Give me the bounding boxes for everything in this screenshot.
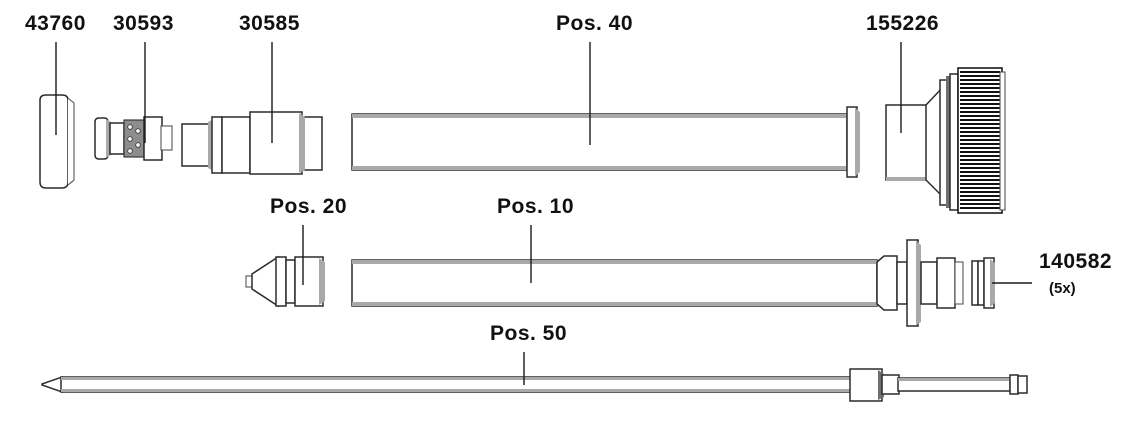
rod-shaft-top-shade [61, 377, 866, 380]
inner-tube-thread-b [954, 261, 964, 305]
nozzle-body-shade [319, 258, 325, 305]
knurled-cap-ring-b [946, 76, 951, 208]
rod-shaft-bottom-shade [61, 389, 866, 392]
callout-label-pos50: Pos. 50 [490, 322, 567, 345]
inner-tube-bottom-shade [352, 302, 877, 306]
inner-tube-top-shade [352, 260, 877, 264]
inner-tube-body [351, 259, 878, 307]
part-protective-cap-43760[interactable] [39, 94, 75, 189]
callout-label-30593: 30593 [113, 12, 174, 35]
callout-label-43760: 43760 [25, 12, 86, 35]
nozzle-groove [285, 259, 296, 304]
inner-tube-thread-a [936, 257, 956, 309]
rod-collar-step [881, 374, 900, 395]
electrode-tip [160, 125, 173, 151]
inner-tube-flange-shade [916, 241, 921, 325]
callout-label-pos20: Pos. 20 [270, 195, 347, 218]
swirl-ring-right-shade [299, 113, 305, 173]
outer-tube-flange-shade [855, 108, 860, 176]
o-ring-groove-a [971, 260, 979, 306]
callout-label-155226: 155226 [866, 12, 939, 35]
rod-collar [849, 368, 883, 402]
part-electrode-30593[interactable] [94, 116, 173, 161]
electrode-port-3 [127, 136, 133, 142]
part-swirl-ring-30585[interactable] [181, 111, 323, 175]
callout-sublabel-140582-qty: (5x) [1049, 280, 1076, 297]
inner-tube-stub [920, 261, 938, 305]
callout-leader-lines [55, 42, 1032, 385]
inner-tube-shoulder [876, 255, 898, 311]
electrode-hatched-section [123, 119, 145, 158]
callout-label-pos40: Pos. 40 [556, 12, 633, 35]
knurled-cap-spigot [885, 104, 929, 181]
knurled-cap-ring-a [939, 79, 948, 206]
rod-end-step [1009, 374, 1019, 395]
part-knurled-retaining-cap-155226[interactable] [885, 67, 1006, 214]
part-outer-torch-tube-pos40[interactable] [351, 106, 860, 178]
electrode-port-5 [127, 148, 133, 154]
protective-cap-edge [67, 97, 75, 186]
knurled-cap-grip-teeth [960, 70, 1000, 210]
knurled-cap-outer-edge [999, 71, 1006, 211]
electrode-port-1 [127, 124, 133, 130]
nozzle-body [294, 256, 324, 307]
outer-tube-top-shade [352, 114, 847, 118]
o-ring-groove-b [977, 260, 985, 306]
callout-label-140582: 140582 [1039, 250, 1112, 273]
swirl-ring-left-step [181, 123, 213, 167]
protective-cap-body [39, 94, 69, 189]
knurled-cap-spigot-shade [886, 177, 928, 181]
swirl-ring-mid-a [221, 116, 251, 174]
outer-tube-body [351, 113, 848, 171]
swirl-ring-main-body [249, 111, 303, 175]
electrode-port-2 [135, 128, 141, 134]
electrode-neck [109, 122, 125, 155]
part-inner-torch-tube-pos10[interactable] [351, 239, 964, 327]
callout-labels: 43760 30593 30585 Pos. 40 155226 Pos. 20… [25, 12, 1112, 345]
part-nozzle-tip-pos20[interactable] [245, 255, 325, 308]
part-center-electrode-rod-pos50[interactable] [41, 368, 1028, 402]
electrode-port-4 [135, 142, 141, 148]
part-o-ring-seal-140582[interactable] [971, 257, 995, 309]
outer-tube-bottom-shade [352, 166, 847, 170]
swirl-ring-collar [211, 116, 223, 174]
callout-label-30585: 30585 [239, 12, 300, 35]
callout-label-pos10: Pos. 10 [497, 195, 574, 218]
inner-tube-groove [896, 261, 908, 305]
knurled-cap-ring-c [949, 73, 959, 211]
rod-rear-shade [898, 378, 1010, 381]
nozzle-shoulder [275, 256, 287, 307]
electrode-body [143, 116, 163, 161]
rod-end-cap [1017, 375, 1028, 394]
